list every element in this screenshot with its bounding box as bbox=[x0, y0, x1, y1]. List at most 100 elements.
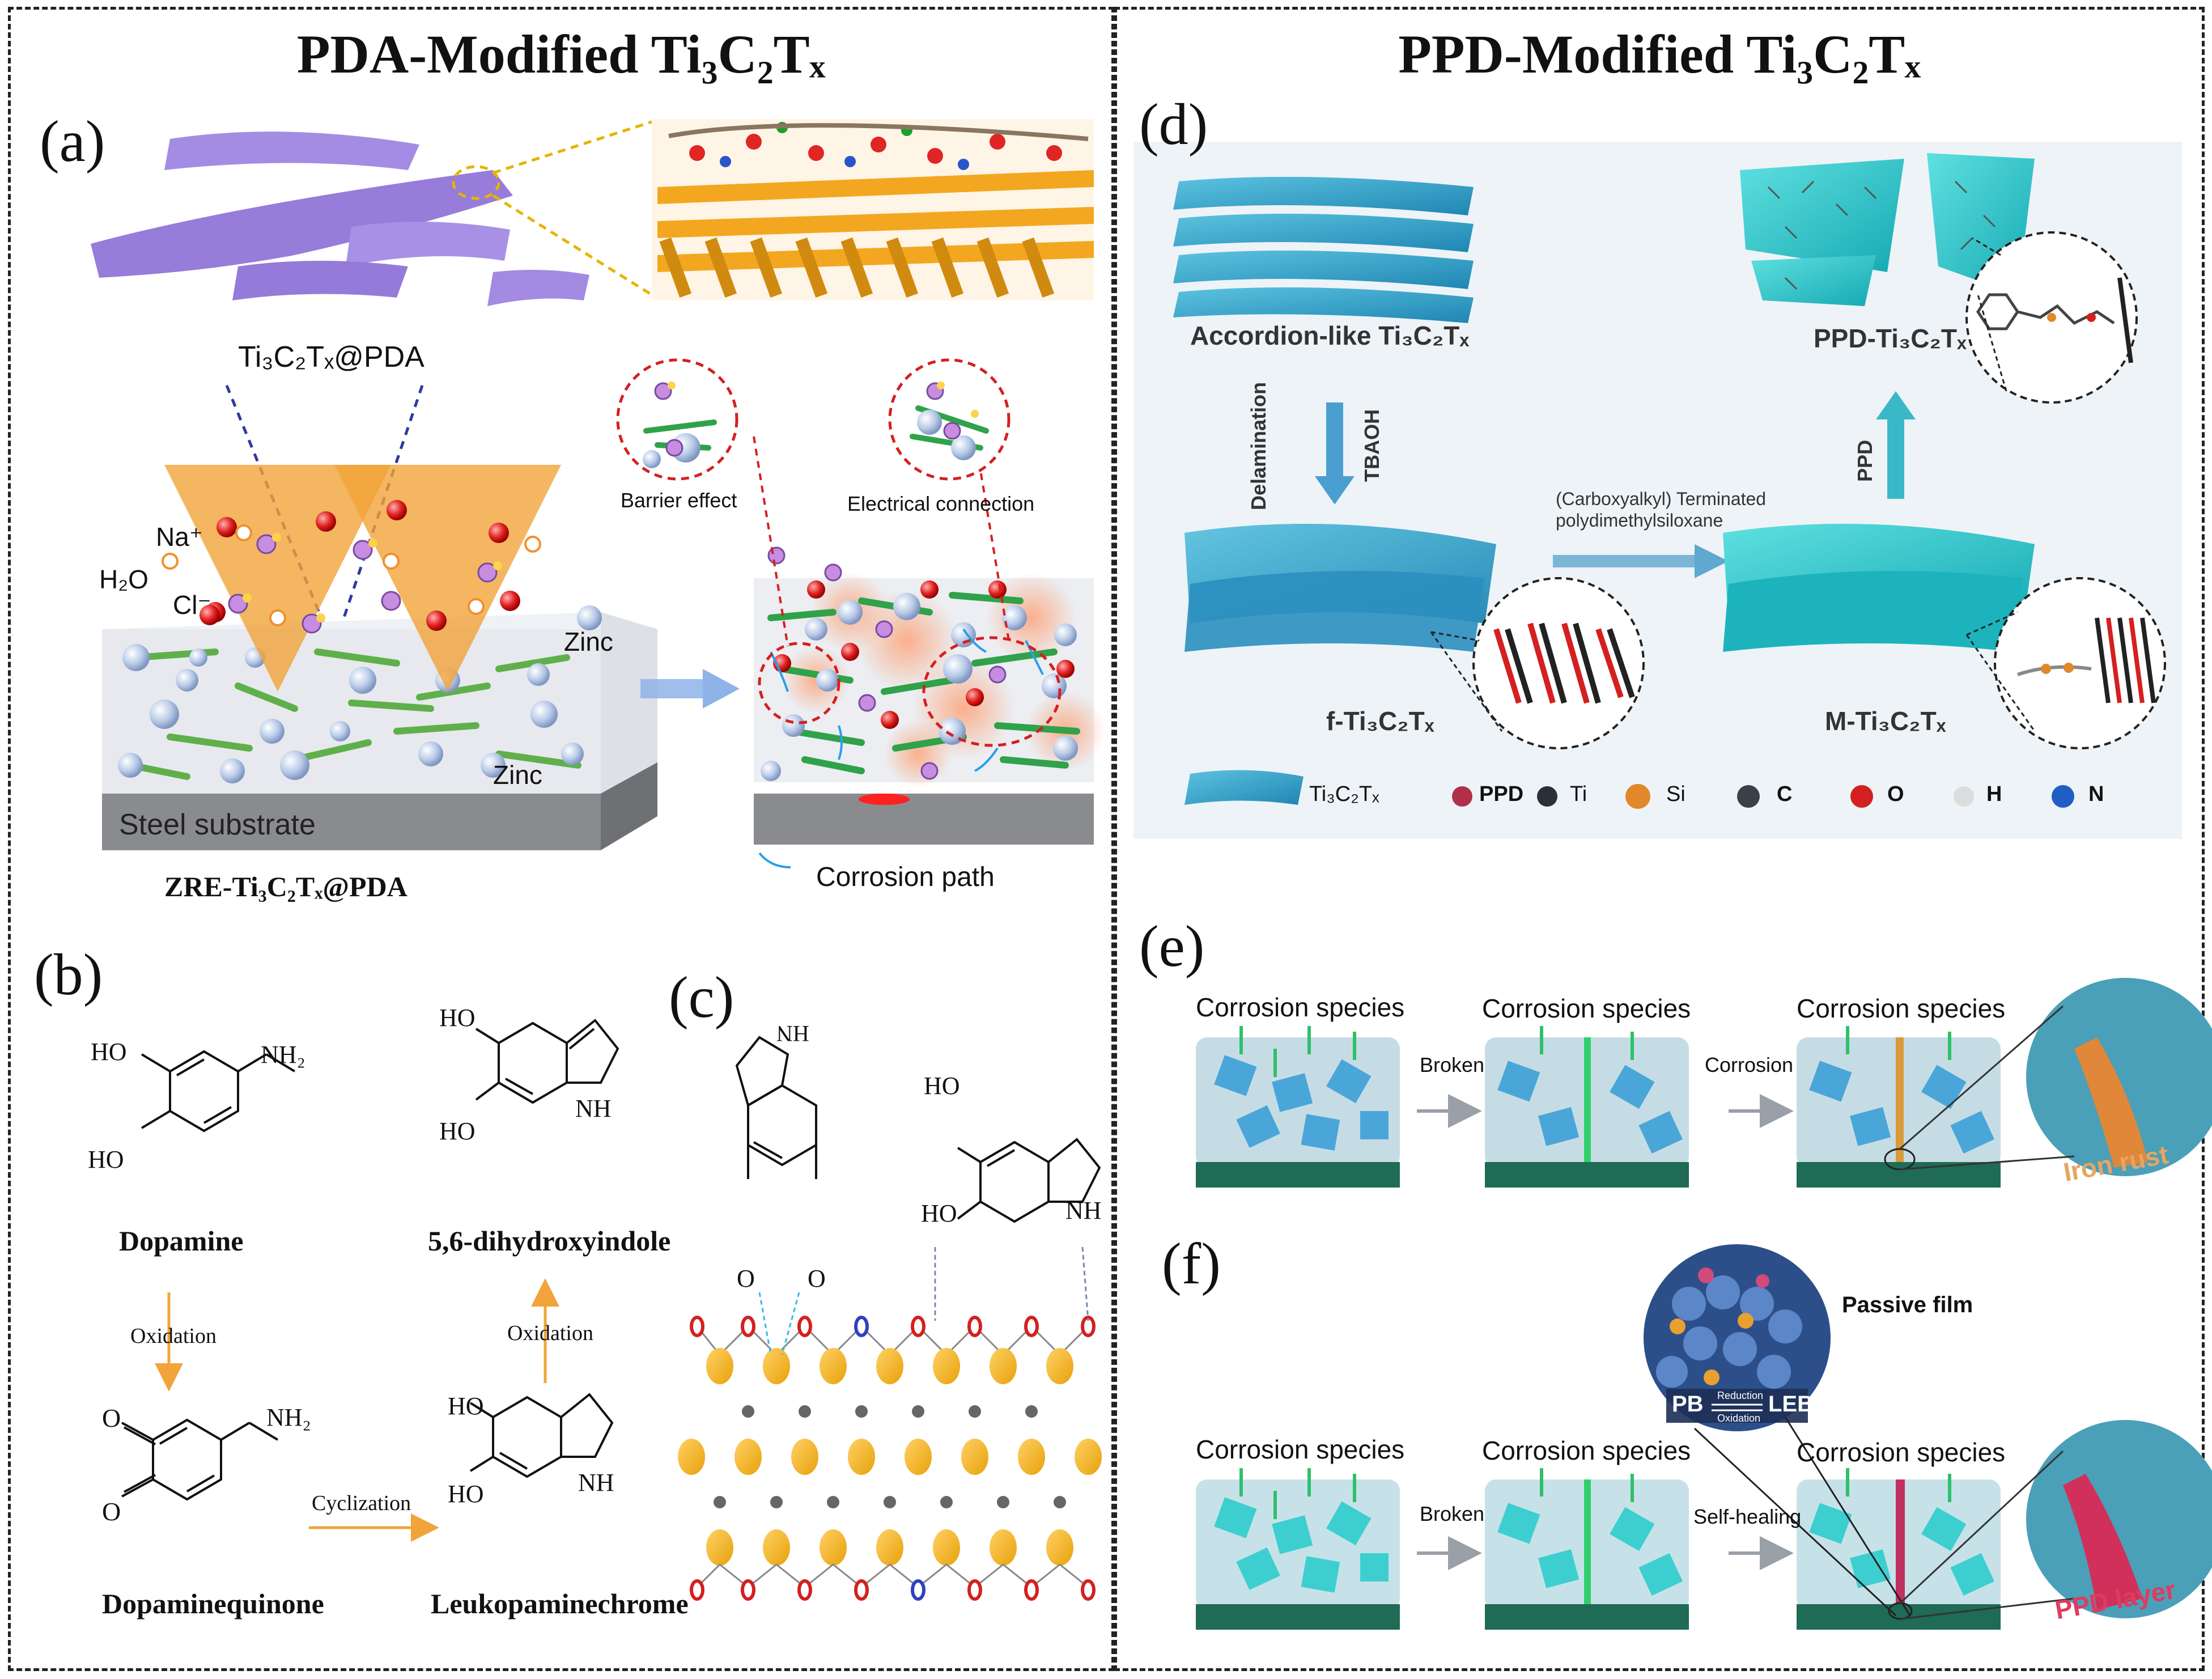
legend-swatch-ti3c2tx bbox=[1184, 770, 1304, 805]
legend-dot-ti bbox=[1537, 786, 1557, 807]
oxidation-small-label: Oxidation bbox=[1717, 1413, 1761, 1424]
f-ti-zoom bbox=[1493, 622, 1635, 704]
legend-label-c: C bbox=[1777, 782, 1793, 806]
panel-c-label: (c) bbox=[669, 965, 734, 1030]
ppd-arrow-label: PPD bbox=[1853, 439, 1876, 482]
panel-c-ho-2: HO bbox=[921, 1199, 957, 1227]
panel-c-o-1: O bbox=[737, 1265, 755, 1292]
hybrid-label: Ti₃C₂Tₓ@PDA bbox=[238, 341, 424, 374]
ppd-ti-label: PPD-Ti₃C₂Tₓ bbox=[1814, 324, 1967, 353]
m-ti-zoom bbox=[2017, 617, 2156, 703]
left-title: PDA-Modified Ti₃C₂Tₓ bbox=[296, 24, 826, 84]
barrier-effect-label: Barrier effect bbox=[621, 489, 737, 512]
panel-a-label: (a) bbox=[40, 109, 105, 174]
accordion-label: Accordion-like Ti₃C₂Tₓ bbox=[1190, 321, 1470, 350]
panel-e-species-1: Corrosion species bbox=[1196, 993, 1405, 1022]
f-ti-label: f-Ti₃C₂Tₓ bbox=[1326, 706, 1434, 736]
legend-dot-c bbox=[1737, 785, 1760, 808]
dopamine-nh2: NH₂ bbox=[261, 1041, 305, 1069]
zoom-circles bbox=[616, 358, 1011, 481]
panel-c-nh: NH bbox=[1065, 1197, 1102, 1224]
dopamine-ho-2: HO bbox=[88, 1146, 124, 1173]
panel-b-label: (b) bbox=[34, 942, 103, 1007]
ion-h2o-label: H₂O bbox=[99, 565, 148, 594]
legend-label-h: H bbox=[1986, 782, 2002, 806]
dopamine-ho-1: HO bbox=[91, 1038, 127, 1066]
leuko-ho-2: HO bbox=[448, 1480, 484, 1508]
legend-label-n: N bbox=[2088, 782, 2104, 806]
leb-label: LEB bbox=[1768, 1392, 1814, 1417]
panel-e-species-3: Corrosion species bbox=[1797, 994, 2006, 1023]
panel-c-hn: HN bbox=[776, 1021, 809, 1046]
panel-f-self-healing: Self-healing bbox=[1693, 1505, 1802, 1528]
oxidation-label-1: Oxidation bbox=[130, 1324, 216, 1348]
quinone-o-2: O bbox=[102, 1497, 121, 1526]
legend-dot-o bbox=[1850, 785, 1873, 808]
passive-film-label: Passive film bbox=[1842, 1292, 1973, 1317]
m-ti-label: M-Ti₃C₂Tₓ bbox=[1825, 706, 1946, 736]
dopaminequinone-name: Dopaminequinone bbox=[102, 1588, 324, 1619]
panel-e-label: (e) bbox=[1139, 914, 1205, 979]
legend-dot-si bbox=[1625, 784, 1650, 809]
mxene-atomic-structure bbox=[652, 119, 1094, 300]
chemical-structures bbox=[121, 1019, 1101, 1501]
dihydroxyindole-ho-1: HO bbox=[439, 1004, 475, 1032]
pb-label: PB bbox=[1672, 1392, 1704, 1417]
dihydroxyindole-nh: NH bbox=[575, 1095, 612, 1122]
electrical-connection-label: Electrical connection bbox=[847, 492, 1035, 515]
leuko-nh: NH bbox=[578, 1469, 614, 1496]
oxidation-label-2: Oxidation bbox=[507, 1321, 593, 1345]
legend-label-ppd: PPD bbox=[1479, 782, 1524, 806]
panel-d-label: (d) bbox=[1139, 92, 1208, 157]
right-title: PPD-Modified Ti₃C₂Tₓ bbox=[1398, 24, 1921, 84]
panel-f-label: (f) bbox=[1162, 1231, 1221, 1296]
legend-label-si: Si bbox=[1666, 782, 1685, 806]
f-ti-sheets bbox=[1184, 524, 1496, 652]
legend-dot-ppd bbox=[1452, 786, 1472, 807]
delamination-label: Delamination bbox=[1247, 381, 1270, 510]
ppd-zoom bbox=[1976, 277, 2133, 363]
panel-c-ho-1: HO bbox=[924, 1072, 960, 1100]
coating-block-left bbox=[102, 465, 657, 850]
coating-block-right bbox=[753, 436, 1105, 845]
legend-label-ti3c2tx: Ti₃C₂Tₓ bbox=[1309, 782, 1379, 806]
zinc-label-1: Zinc bbox=[564, 627, 613, 656]
mxene-lattice bbox=[678, 1246, 1102, 1601]
ion-cl-label: Cl⁻ bbox=[173, 590, 211, 620]
cyclization-label: Cyclization bbox=[312, 1491, 411, 1515]
dihydroxyindole-ho-2: HO bbox=[439, 1117, 475, 1145]
substrate-label: Steel substrate bbox=[119, 808, 316, 841]
corrosion-path-label: Corrosion path bbox=[816, 862, 995, 892]
panel-e-species-2: Corrosion species bbox=[1482, 994, 1691, 1023]
dopamine-name: Dopamine bbox=[119, 1225, 244, 1257]
quinone-nh2: NH₂ bbox=[266, 1404, 311, 1431]
mxene-flakes bbox=[91, 132, 589, 306]
ion-na-label: Na⁺ bbox=[156, 522, 203, 552]
legend-label-o: O bbox=[1887, 782, 1904, 806]
m-ti-sheets bbox=[1723, 524, 2035, 652]
zinc-label-2: Zinc bbox=[493, 760, 542, 790]
panel-e-corrosion: Corrosion bbox=[1705, 1053, 1794, 1076]
panel-f-broken: Broken bbox=[1420, 1502, 1485, 1525]
tbaoh-label: TBAOH bbox=[1360, 409, 1383, 482]
legend-dot-h bbox=[1954, 786, 1974, 807]
left-panel-frame bbox=[8, 7, 1114, 1671]
quinone-o-1: O bbox=[102, 1404, 121, 1432]
reduction-label: Reduction bbox=[1717, 1390, 1764, 1401]
ppd-ti-sheets bbox=[1740, 153, 2035, 306]
panel-f-blocks bbox=[1196, 1244, 2212, 1630]
right-panel-frame bbox=[1114, 7, 2205, 1671]
legend-dot-n bbox=[2052, 785, 2074, 808]
leuko-ho-1: HO bbox=[448, 1392, 484, 1420]
carboxy-label-2: polydimethylsiloxane bbox=[1556, 510, 1723, 531]
panel-f-species-3: Corrosion species bbox=[1797, 1438, 2006, 1467]
leukopaminechrome-name: Leukopaminechrome bbox=[431, 1588, 689, 1619]
carboxy-label-1: (Carboxyalkyl) Terminated bbox=[1556, 489, 1767, 509]
accordion-stack bbox=[1173, 177, 1474, 323]
panel-f-species-1: Corrosion species bbox=[1196, 1435, 1405, 1464]
coating-name: ZRE-Ti₃C₂Tₓ@PDA bbox=[164, 871, 407, 902]
panel-e-broken: Broken bbox=[1420, 1053, 1485, 1076]
panel-c-o-2: O bbox=[808, 1265, 826, 1292]
legend-label-ti: Ti bbox=[1570, 782, 1587, 806]
